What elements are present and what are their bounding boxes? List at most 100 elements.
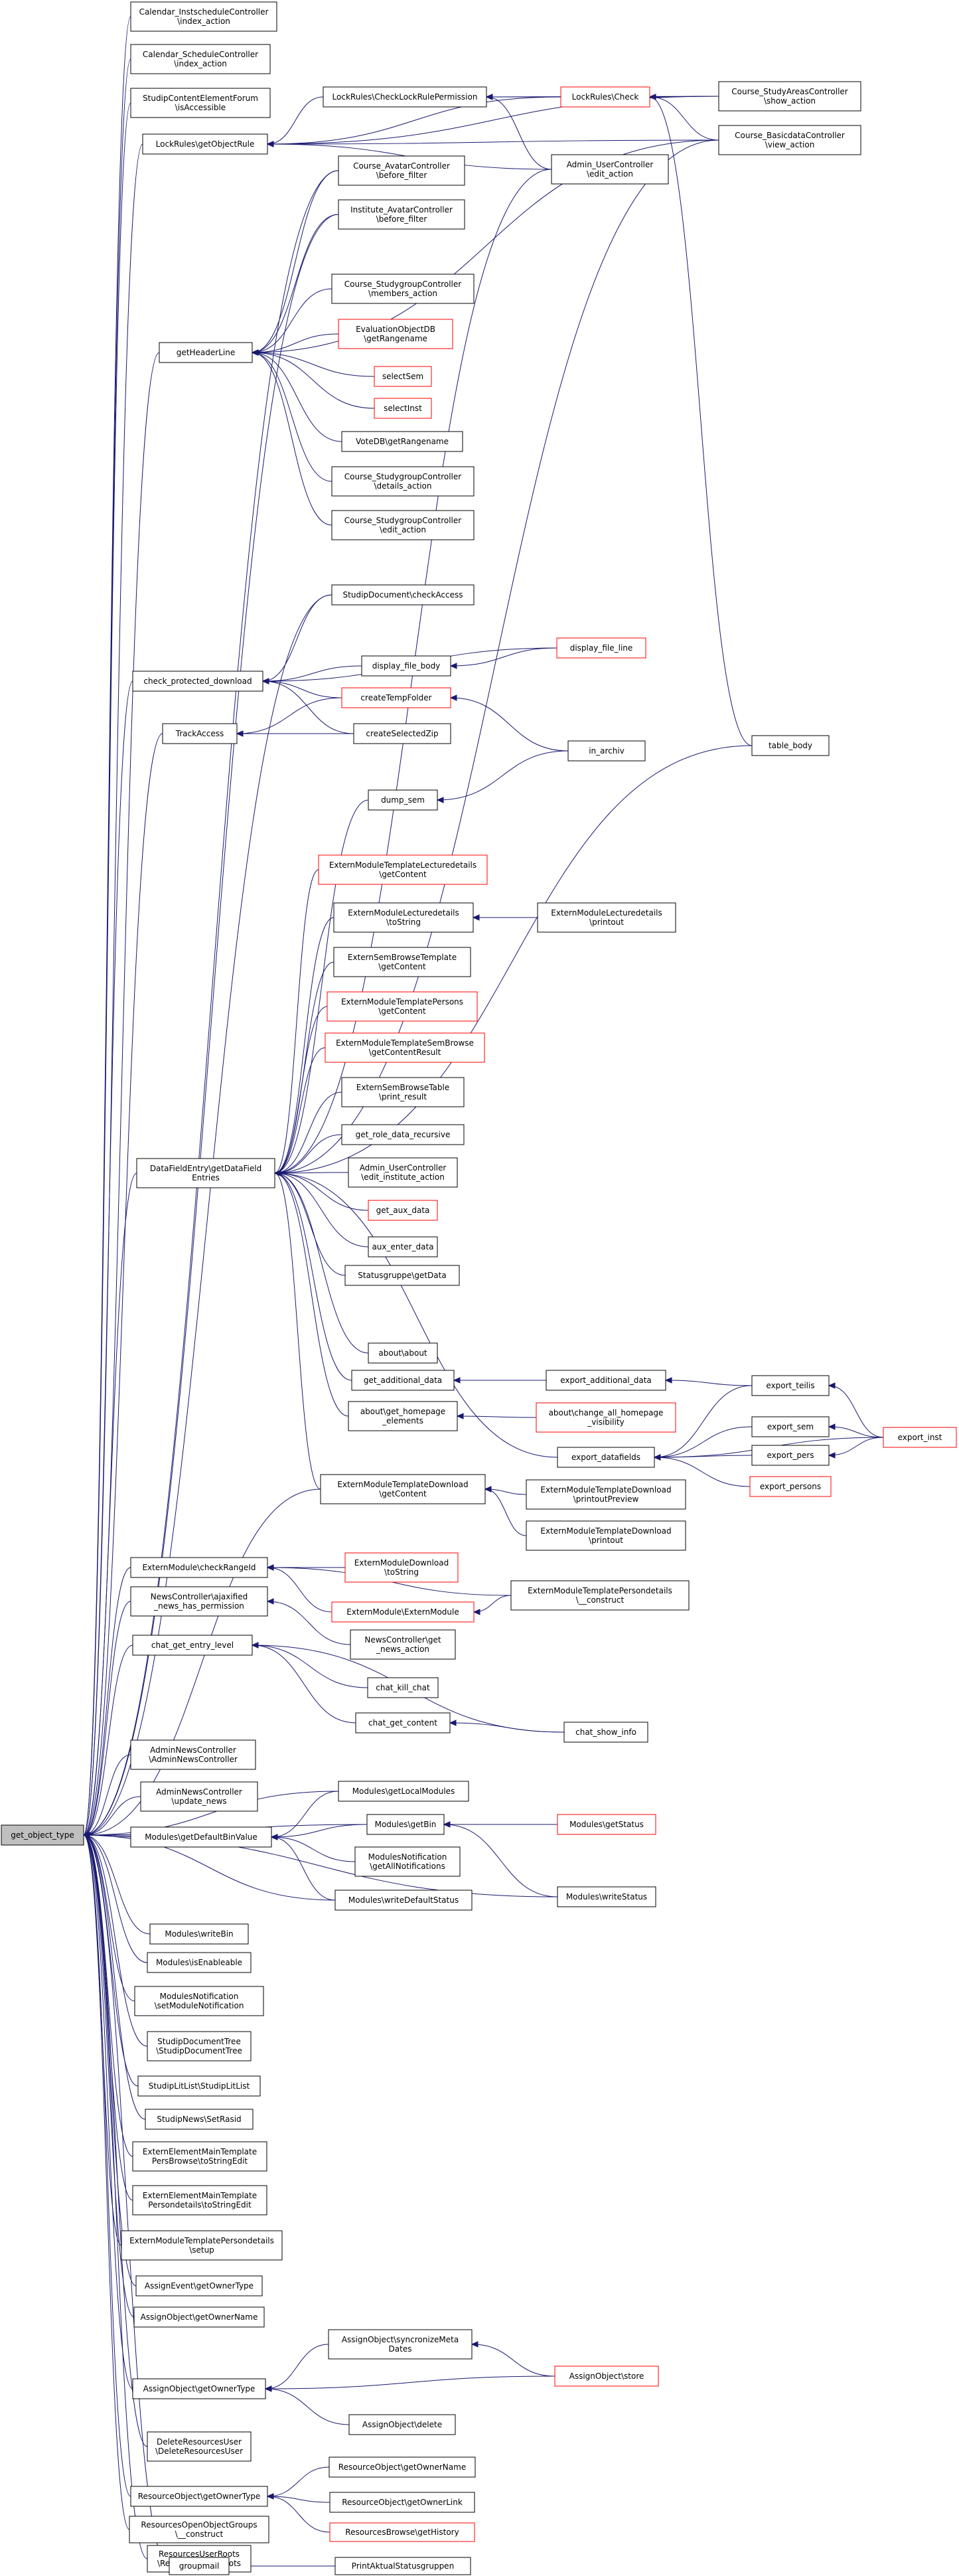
function-node[interactable]: ExternElementMainTemplatePersBrowse\toSt…	[132, 2141, 267, 2172]
function-node[interactable]: Modules\getLocalModules	[338, 1781, 469, 1802]
function-node[interactable]: about\get_homepage_elements	[348, 1401, 458, 1431]
function-node[interactable]: ExternModuleTemplateSemBrowse\getContent…	[325, 1032, 485, 1063]
function-node[interactable]: ExternSemBrowseTable\print_result	[341, 1077, 465, 1107]
function-node[interactable]: Modules\getDefaultBinValue	[130, 1826, 272, 1848]
function-node[interactable]: AssignObject\getOwnerType	[132, 2378, 266, 2399]
function-node[interactable]: ExternModuleDownload\toString	[344, 1552, 459, 1583]
function-node[interactable]: display_file_body	[361, 655, 451, 677]
function-node[interactable]: ExternModuleLecturedetails\toString	[333, 902, 474, 933]
function-node[interactable]: about\about	[368, 1342, 438, 1364]
function-node[interactable]: Calendar_ScheduleController\index_action	[130, 44, 271, 74]
function-node[interactable]: StudipNews\SetRasid	[145, 2109, 254, 2130]
function-node[interactable]: ExternModuleLecturedetails\printout	[537, 902, 676, 933]
function-node[interactable]: Statusgruppe\getData	[344, 1265, 460, 1286]
function-node[interactable]: ExternModuleTemplatePersondetails\setup	[121, 2230, 283, 2261]
function-node[interactable]: export_datafields	[557, 1447, 655, 1468]
function-node[interactable]: DeleteResourcesUser\DeleteResourcesUser	[147, 2431, 252, 2462]
function-node[interactable]: Modules\writeBin	[149, 1923, 249, 1945]
function-node[interactable]: ResourceObject\getOwnerName	[329, 2456, 476, 2478]
function-node[interactable]: selectSem	[374, 366, 432, 387]
function-node[interactable]: ResourceObject\getOwnerLink	[329, 2492, 475, 2513]
function-node[interactable]: ResourceObject\getOwnerType	[130, 2486, 268, 2507]
function-node[interactable]: ExternModuleTemplateDownload\printout	[526, 1520, 686, 1551]
function-node[interactable]: get_role_data_recursive	[341, 1124, 465, 1145]
function-node[interactable]: getHeaderLine	[159, 342, 253, 363]
function-node[interactable]: display_file_line	[556, 637, 646, 659]
function-node[interactable]: chat_show_info	[563, 1722, 648, 1743]
function-node[interactable]: Admin_UserController\edit_institute_acti…	[348, 1157, 458, 1188]
function-node[interactable]: in_archiv	[567, 740, 646, 762]
function-node[interactable]: ModulesNotification\setModuleNotificatio…	[134, 1986, 264, 2016]
function-node[interactable]: export_persons	[749, 1476, 832, 1497]
function-node[interactable]: ExternModule\checkRangeId	[130, 1557, 268, 1578]
function-node[interactable]: export_additional_data	[546, 1370, 666, 1391]
function-node[interactable]: Course_StudygroupController\edit_action	[331, 510, 475, 540]
function-node[interactable]: AdminNewsController\update_news	[140, 1781, 258, 1812]
function-node[interactable]: ExternElementMainTemplatePersondetails\t…	[132, 2185, 267, 2215]
function-node[interactable]: Modules\writeStatus	[557, 1886, 656, 1907]
function-node[interactable]: ExternModuleTemplateLecturedetails\getCo…	[318, 854, 488, 885]
function-node[interactable]: VoteDB\getRangename	[341, 431, 463, 452]
function-node[interactable]: PrintAktualStatusgruppen	[334, 2557, 471, 2575]
function-node[interactable]: Institute_AvatarController\before_filter	[338, 199, 465, 230]
function-node[interactable]: Course_BasicdataController\view_action	[718, 125, 861, 155]
function-node[interactable]: aux_enter_data	[368, 1236, 438, 1257]
function-node[interactable]: LockRules\CheckLockRulePermission	[323, 86, 487, 108]
function-node[interactable]: StudipContentElementForum\isAccessible	[130, 88, 271, 118]
function-node[interactable]: Modules\isEnableable	[147, 1952, 252, 1973]
function-node[interactable]: groupmail	[169, 2557, 230, 2575]
function-node[interactable]: ExternModule\ExternModule	[331, 1601, 475, 1623]
function-node[interactable]: createTempFolder	[341, 687, 451, 708]
function-node[interactable]: dump_sem	[368, 789, 438, 811]
function-node[interactable]: check_protected_download	[132, 671, 263, 692]
node-box	[130, 1586, 268, 1617]
function-node[interactable]: Modules\getBin	[366, 1814, 445, 1835]
function-node[interactable]: Course_StudygroupController\members_acti…	[331, 274, 475, 304]
function-node[interactable]: NewsController\get_news_action	[350, 1629, 456, 1660]
function-node[interactable]: ExternModuleTemplatePersons\getContent	[327, 991, 478, 1022]
root-function-node[interactable]: get_object_type	[1, 1824, 84, 1846]
function-node[interactable]: TrackAccess	[162, 723, 238, 744]
function-node[interactable]: AssignObject\getOwnerName	[133, 2306, 265, 2328]
function-node[interactable]: Course_AvatarController\before_filter	[338, 155, 465, 186]
function-node[interactable]: chat_kill_chat	[367, 1677, 439, 1698]
function-node[interactable]: Course_StudygroupController\details_acti…	[331, 466, 475, 497]
function-node[interactable]: EvaluationObjectDB\getRangename	[338, 319, 453, 349]
function-node[interactable]: LockRules\Check	[560, 86, 650, 108]
function-node[interactable]: ExternModuleTemplateDownload\printoutPre…	[526, 1479, 686, 1510]
function-node[interactable]: Modules\getStatus	[557, 1814, 656, 1835]
function-node[interactable]: export_sem	[751, 1416, 830, 1437]
function-node[interactable]: ExternSemBrowseTemplate\getContent	[333, 947, 471, 977]
function-node[interactable]: table_body	[751, 735, 830, 756]
function-node[interactable]: createSelectedZip	[353, 723, 451, 744]
function-node[interactable]: get_additional_data	[351, 1370, 455, 1391]
function-node[interactable]: Calendar_InstscheduleController\index_ac…	[130, 1, 277, 32]
function-node[interactable]: Course_StudyAreasController\show_action	[718, 81, 861, 112]
function-node[interactable]: ResourcesOpenObjectGroups\__construct	[129, 2516, 269, 2543]
function-node[interactable]: ExternModuleTemplateDownload\getContent	[320, 1474, 486, 1504]
function-node[interactable]: LockRules\getObjectRule	[142, 133, 268, 155]
function-node[interactable]: chat_get_entry_level	[132, 1635, 253, 1656]
function-node[interactable]: AssignObject\store	[554, 2366, 659, 2387]
function-node[interactable]: StudipDocumentTree\StudipDocumentTree	[147, 2031, 252, 2061]
function-node[interactable]: ModulesNotification\getAllNotifications	[354, 1846, 461, 1877]
function-node[interactable]: Modules\writeDefaultStatus	[334, 1890, 473, 1911]
function-node[interactable]: ResourcesBrowse\getHistory	[329, 2522, 475, 2542]
function-node[interactable]: AssignEvent\getOwnerType	[135, 2275, 263, 2296]
function-node[interactable]: export_pers	[751, 1445, 830, 1466]
function-node[interactable]: StudipDocument\checkAccess	[331, 584, 475, 605]
function-node[interactable]: NewsController\ajaxified_news_has_permis…	[130, 1586, 268, 1617]
function-node[interactable]: AdminNewsController\AdminNewsController	[130, 1739, 256, 1770]
function-node[interactable]: AssignObject\delete	[348, 2414, 456, 2435]
function-node[interactable]: Admin_UserController\edit_action	[551, 154, 669, 185]
function-node[interactable]: export_inst	[883, 1427, 957, 1448]
function-node[interactable]: get_aux_data	[368, 1200, 438, 1221]
function-node[interactable]: StudipLitList\StudipLitList	[137, 2075, 261, 2097]
function-node[interactable]: about\change_all_homepage_visibility	[536, 1402, 676, 1433]
function-node[interactable]: chat_get_content	[355, 1712, 451, 1733]
function-node[interactable]: ExternModuleTemplatePersondetails\__cons…	[510, 1580, 690, 1611]
function-node[interactable]: selectInst	[374, 398, 432, 419]
function-node[interactable]: export_teilis	[751, 1375, 830, 1396]
